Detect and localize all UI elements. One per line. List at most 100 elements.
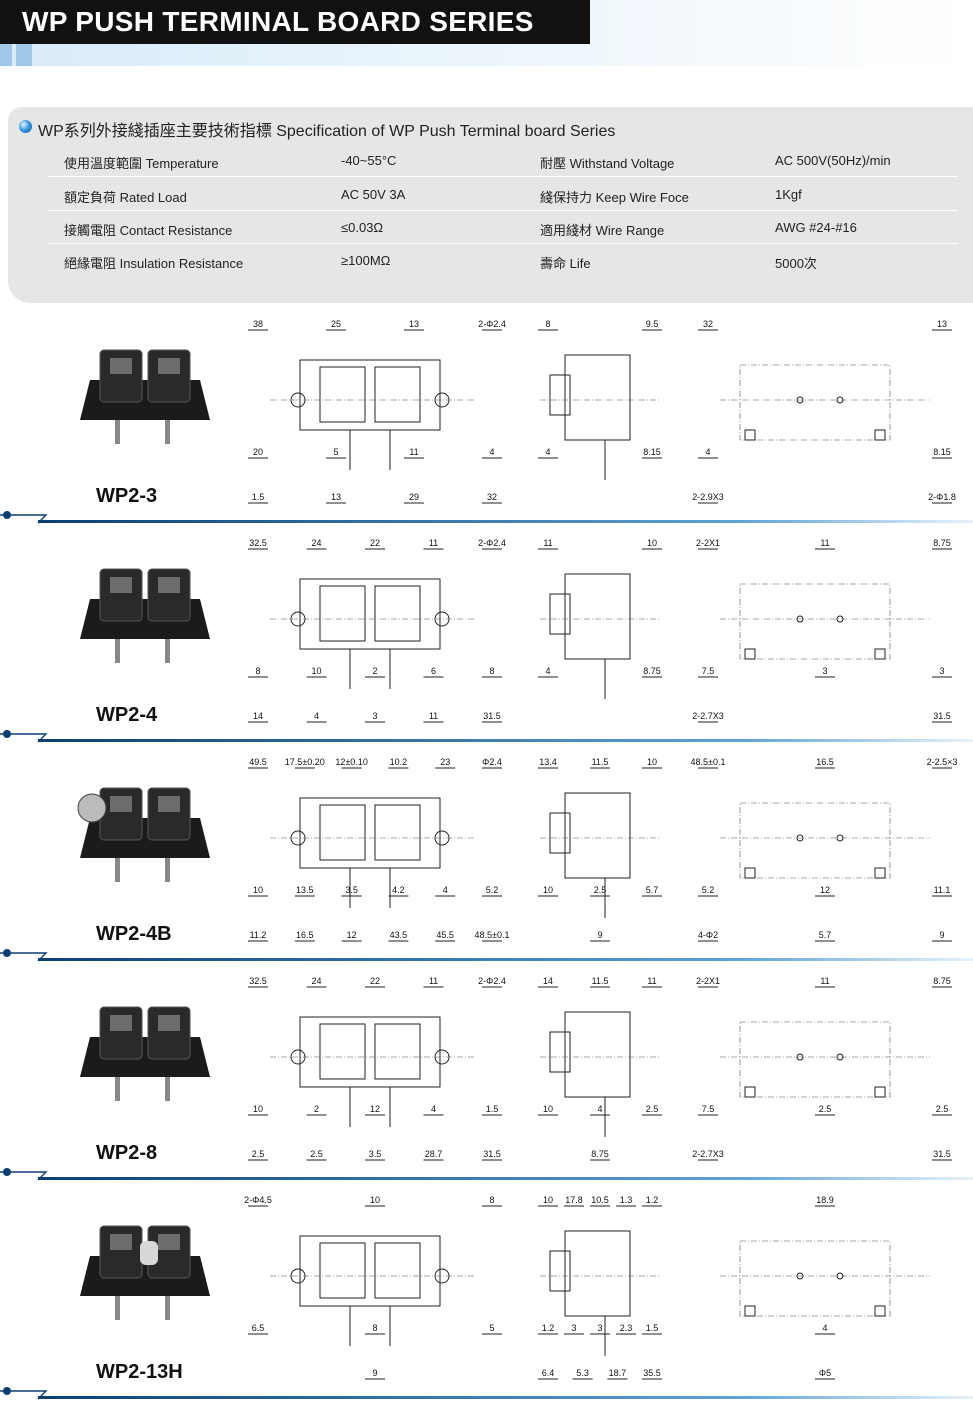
dimension-label: 10 — [311, 666, 321, 676]
divider-dot — [3, 949, 11, 957]
dimension-label: 10 — [543, 885, 553, 895]
dimension-label: 2.5 — [594, 885, 607, 895]
dimension-label: 16.5 — [296, 930, 314, 940]
product-photo — [80, 568, 210, 663]
dimension-label: 29 — [409, 492, 419, 502]
dimension-label: 38 — [253, 319, 263, 329]
spec-row: 接觸電阻 Contact Resistance ≤0.03Ω 適用綫材 Wire… — [48, 211, 958, 244]
dimension-label: 2.5 — [252, 1149, 265, 1159]
dimension-label: 10 — [253, 1104, 263, 1114]
dimension-label: 31.5 — [933, 711, 951, 721]
dimension-label: 1.5 — [486, 1104, 499, 1114]
dimension-label: 18.7 — [609, 1368, 627, 1378]
spec-panel: WP系列外接綫插座主要技術指標 Specification of WP Push… — [8, 107, 973, 303]
dimension-label: 2.3 — [620, 1323, 633, 1333]
product-photo — [80, 349, 210, 444]
dimension-label: 4 — [489, 447, 494, 457]
dimension-label: 11 — [820, 538, 829, 548]
model-name: WP2-13H — [96, 1361, 183, 1383]
dimension-label: 48.5±0.1 — [691, 757, 726, 767]
dimension-label: 11 — [647, 976, 656, 986]
dimension-label: 13.5 — [296, 885, 314, 895]
dimension-label: 8 — [255, 666, 260, 676]
dimension-label: 23 — [440, 757, 450, 767]
dimension-label: 10 — [647, 538, 657, 548]
dimension-label: 10 — [647, 757, 657, 767]
dimension-label: 10 — [543, 1104, 553, 1114]
section-divider — [0, 949, 973, 962]
page-title: WP PUSH TERMINAL BOARD SERIES — [0, 0, 590, 44]
dimension-label: 22 — [370, 976, 380, 986]
dimension-label: 14 — [543, 976, 553, 986]
dimension-label: 9 — [597, 930, 602, 940]
dimension-label: 10.2 — [390, 757, 408, 767]
header-accent — [16, 44, 32, 66]
dimension-label: 11 — [409, 447, 418, 457]
spec-title: WP系列外接綫插座主要技術指標 Specification of WP Push… — [19, 117, 615, 141]
section-divider — [0, 511, 973, 524]
dimension-label: 4 — [545, 447, 550, 457]
dimension-label: 8 — [372, 1323, 377, 1333]
dimension-label: 8.75 — [933, 976, 951, 986]
header-accent — [0, 44, 12, 66]
model-name: WP2-3 — [96, 485, 158, 507]
dimension-label: 32.5 — [249, 976, 267, 986]
dimension-label: 5.2 — [486, 885, 499, 895]
dimension-label: 43.5 — [390, 930, 408, 940]
dimension-label: 13 — [331, 492, 341, 502]
product-photo — [80, 1006, 210, 1101]
dimension-label: 6 — [431, 666, 436, 676]
dimension-label: 2-2X1 — [696, 976, 720, 986]
dimension-label: Φ2.4 — [482, 757, 502, 767]
product-photo — [80, 1225, 210, 1320]
dimension-label: 20 — [253, 447, 263, 457]
dimension-label: 8.15 — [643, 447, 661, 457]
dimension-label: 6.5 — [252, 1323, 265, 1333]
dimension-label: 45.5 — [436, 930, 454, 940]
dimension-label: 24 — [311, 976, 321, 986]
dimension-label: 12±0.10 — [335, 757, 367, 767]
section-divider — [0, 1168, 973, 1181]
dimension-label: 31.5 — [483, 1149, 501, 1159]
dimension-label: 13 — [937, 319, 947, 329]
dimension-label: 18.9 — [816, 1195, 834, 1205]
dimension-label: 9.5 — [646, 319, 659, 329]
spec-row: 使用溫度範圍 Temperature -40~55°C 耐壓 Withstand… — [48, 144, 958, 177]
dimension-label: 5.7 — [646, 885, 659, 895]
dimension-label: 3 — [372, 711, 377, 721]
dimension-label: 1.5 — [646, 1323, 659, 1333]
dimension-label: 1.2 — [542, 1323, 555, 1333]
dimension-label: 2-2.7X3 — [692, 1149, 724, 1159]
dimension-label: 4 — [822, 1323, 827, 1333]
dimension-label: 1.3 — [620, 1195, 633, 1205]
divider-dot — [3, 1387, 11, 1395]
dimension-label: 1.5 — [252, 492, 265, 502]
dimension-label: 13.4 — [539, 757, 557, 767]
dimension-label: 9 — [372, 1368, 377, 1378]
dimension-label: 4 — [431, 1104, 436, 1114]
dimension-label: 24 — [311, 538, 321, 548]
dimension-label: 2.5 — [646, 1104, 659, 1114]
dimension-label: 11 — [429, 976, 438, 986]
dimension-label: 5 — [333, 447, 338, 457]
dimension-label: 3 — [822, 666, 827, 676]
dimension-label: 2.5 — [310, 1149, 323, 1159]
dimension-label: Φ5 — [819, 1368, 831, 1378]
dimension-label: 10 — [543, 1195, 553, 1205]
dimension-label: 1.2 — [646, 1195, 659, 1205]
dimension-label: 12 — [370, 1104, 380, 1114]
dimension-label: 5.3 — [576, 1368, 589, 1378]
dimension-label: 17.5±0.20 — [285, 757, 325, 767]
